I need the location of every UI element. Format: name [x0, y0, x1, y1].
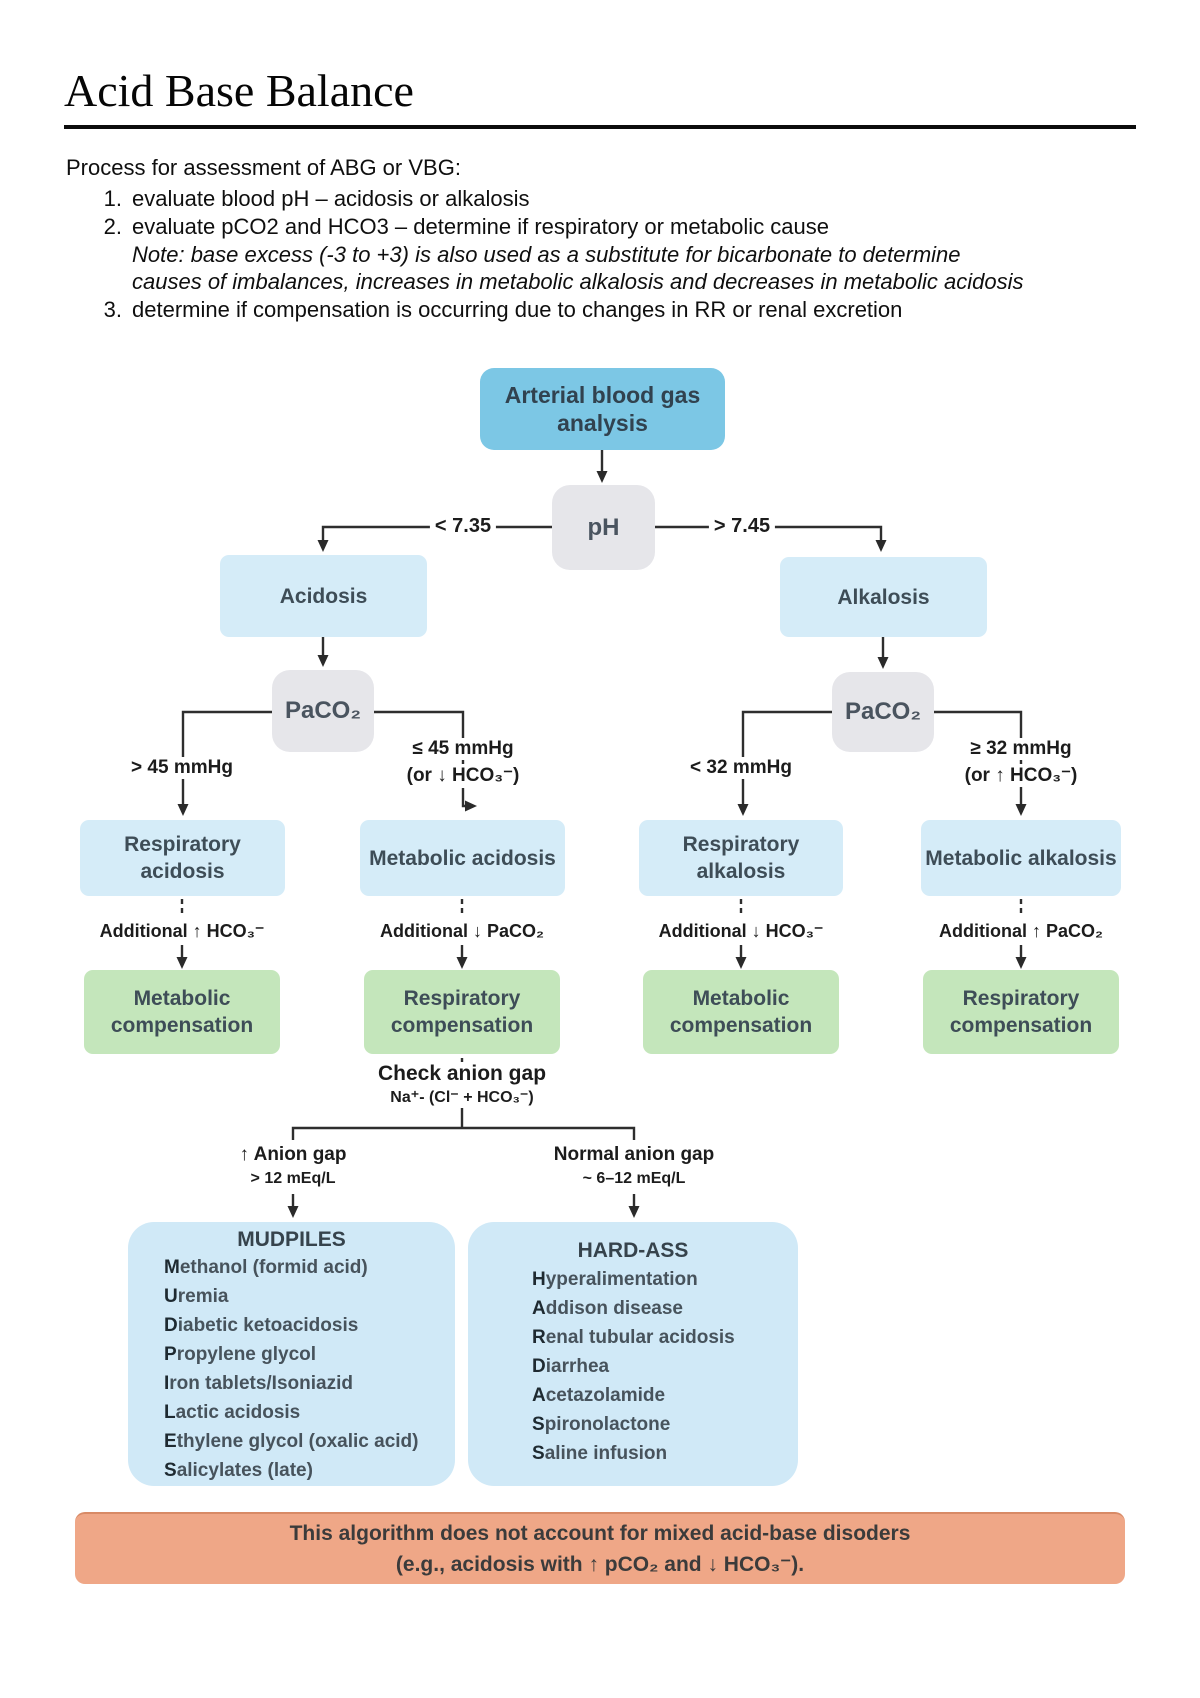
node-metabolic-compensation-2: Metabolic compensation	[643, 970, 839, 1054]
algorithm-note-box: This algorithm does not account for mixe…	[75, 1512, 1125, 1584]
title-divider	[64, 125, 1136, 129]
label-paco2-le45: ≤ 45 mmHg	[407, 738, 519, 760]
list-item-2: evaluate pCO2 and HCO3 – determine if re…	[132, 214, 830, 239]
list-item: Iron tablets/Isoniazid	[164, 1373, 353, 1394]
list-item: Diabetic ketoacidosis	[164, 1315, 359, 1336]
label-ph-high: > 7.45	[708, 515, 776, 538]
label-paco2-ge32-alt: (or ↑ HCO₃⁻)	[959, 764, 1083, 787]
note-line-2: (e.g., acidosis with ↑ pCO₂ and ↓ HCO₃⁻)…	[395, 1553, 805, 1576]
label-additional-hco3-up: Additional ↑ HCO₃⁻	[94, 921, 270, 942]
node-abg-analysis: Arterial blood gas analysis	[480, 368, 725, 450]
list-item-1: evaluate blood pH – acidosis or alkalosi…	[132, 186, 530, 211]
node-paco2-right: PaCO₂	[832, 672, 934, 752]
list-item: Diarrhea	[532, 1356, 610, 1377]
node-alkalosis: Alkalosis	[780, 557, 987, 637]
list-item: Renal tubular acidosis	[532, 1327, 735, 1348]
label-anion-gap-formula: Na⁺- (Cl⁻ + HCO₃⁻)	[385, 1087, 539, 1107]
list-item: Lactic acidosis	[164, 1402, 301, 1423]
list-item: Ethylene glycol (oxalic acid)	[164, 1431, 419, 1452]
label-additional-paco2-down: Additional ↓ PaCO₂	[374, 921, 550, 942]
label-anion-gap-normal: Normal anion gap	[548, 1144, 720, 1166]
list-item-3: determine if compensation is occurring d…	[132, 297, 903, 322]
note-line-2: causes of imbalances, increases in metab…	[132, 269, 1024, 294]
node-ph: pH	[552, 485, 655, 570]
list-item: Saline infusion	[532, 1443, 668, 1464]
label-paco2-gt45: > 45 mmHg	[126, 757, 238, 779]
list-item: Methanol (formid acid)	[164, 1257, 368, 1278]
label-check-anion-gap: Check anion gap	[372, 1062, 552, 1086]
label-anion-gap-high: ↑ Anion gap	[234, 1144, 352, 1166]
node-metabolic-compensation-1: Metabolic compensation	[84, 970, 280, 1054]
note-line-1: This algorithm does not account for mixe…	[289, 1522, 911, 1545]
mudpiles-items: Methanol (formid acid) Uremia Diabetic k…	[164, 1253, 455, 1485]
list-item: Acetazolamide	[532, 1385, 666, 1406]
list-number: 1.	[103, 186, 122, 211]
list-number: 2.	[103, 214, 122, 239]
label-paco2-le45-alt: (or ↓ HCO₃⁻)	[401, 764, 525, 787]
label-additional-hco3-down: Additional ↓ HCO₃⁻	[653, 921, 829, 942]
label-additional-paco2-up: Additional ↑ PaCO₂	[933, 921, 1109, 942]
hard-ass-title: HARD-ASS	[577, 1239, 689, 1262]
label-ph-low: < 7.35	[429, 515, 497, 538]
list-item: Addison disease	[532, 1298, 684, 1319]
list-item: Propylene glycol	[164, 1344, 317, 1365]
label-anion-gap-high-value: > 12 mEq/L	[245, 1170, 341, 1188]
node-respiratory-alkalosis: Respiratory alkalosis	[639, 820, 843, 896]
node-respiratory-acidosis: Respiratory acidosis	[80, 820, 285, 896]
node-metabolic-alkalosis: Metabolic alkalosis	[921, 820, 1121, 896]
list-item: Spironolactone	[532, 1414, 671, 1435]
label-paco2-lt32: < 32 mmHg	[685, 757, 797, 779]
node-respiratory-compensation-2: Respiratory compensation	[923, 970, 1119, 1054]
node-paco2-left: PaCO₂	[272, 670, 374, 752]
label-anion-gap-normal-value: ~ 6–12 mEq/L	[577, 1170, 691, 1188]
mudpiles-box: MUDPILES Methanol (formid acid) Uremia D…	[128, 1222, 455, 1486]
hard-ass-items: Hyperalimentation Addison disease Renal …	[532, 1265, 798, 1468]
node-metabolic-acidosis: Metabolic acidosis	[360, 820, 565, 896]
page-title: Acid Base Balance	[64, 65, 414, 116]
hard-ass-box: HARD-ASS Hyperalimentation Addison disea…	[468, 1222, 798, 1486]
intro-lead: Process for assessment of ABG or VBG:	[66, 155, 461, 180]
note-line-1: Note: base excess (-3 to +3) is also use…	[132, 242, 961, 267]
list-number: 3.	[103, 297, 122, 322]
mudpiles-title: MUDPILES	[237, 1228, 346, 1251]
list-item: Uremia	[164, 1286, 229, 1307]
list-item: Hyperalimentation	[532, 1269, 698, 1290]
list-item: Salicylates (late)	[164, 1460, 313, 1481]
label-paco2-ge32: ≥ 32 mmHg	[965, 738, 1077, 760]
node-respiratory-compensation-1: Respiratory compensation	[364, 970, 560, 1054]
node-acidosis: Acidosis	[220, 555, 427, 637]
